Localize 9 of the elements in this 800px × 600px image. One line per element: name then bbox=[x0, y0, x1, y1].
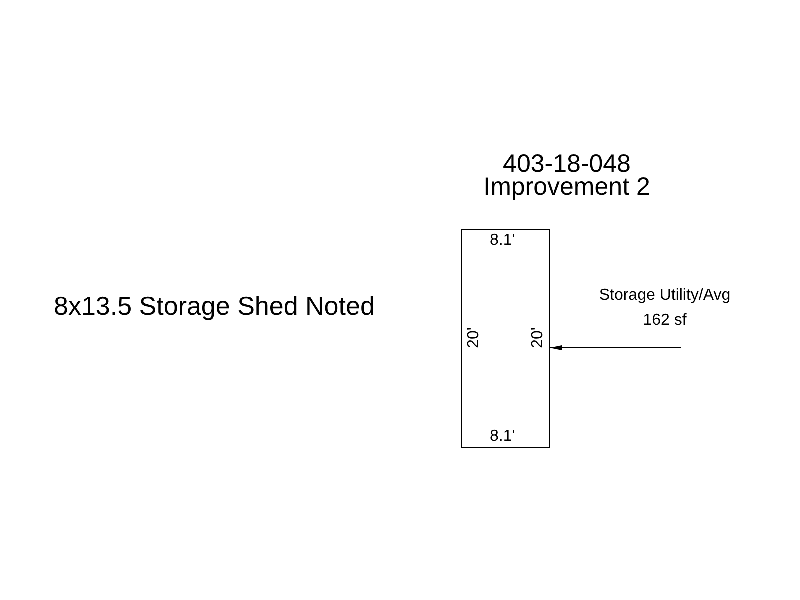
shed-note: 8x13.5 Storage Shed Noted bbox=[54, 292, 375, 320]
dimension-label: 20' bbox=[464, 328, 483, 348]
dimension-label: 8.1' bbox=[490, 232, 516, 250]
area-note: Storage Utility/Avg 162 sf bbox=[590, 283, 740, 349]
dimension-label: 20' bbox=[528, 328, 547, 348]
dimension-label: 8.1' bbox=[490, 428, 516, 446]
plan-title: 403-18-048 Improvement 2 bbox=[482, 153, 652, 199]
arrow bbox=[550, 346, 682, 350]
shed-outline bbox=[461, 229, 550, 448]
